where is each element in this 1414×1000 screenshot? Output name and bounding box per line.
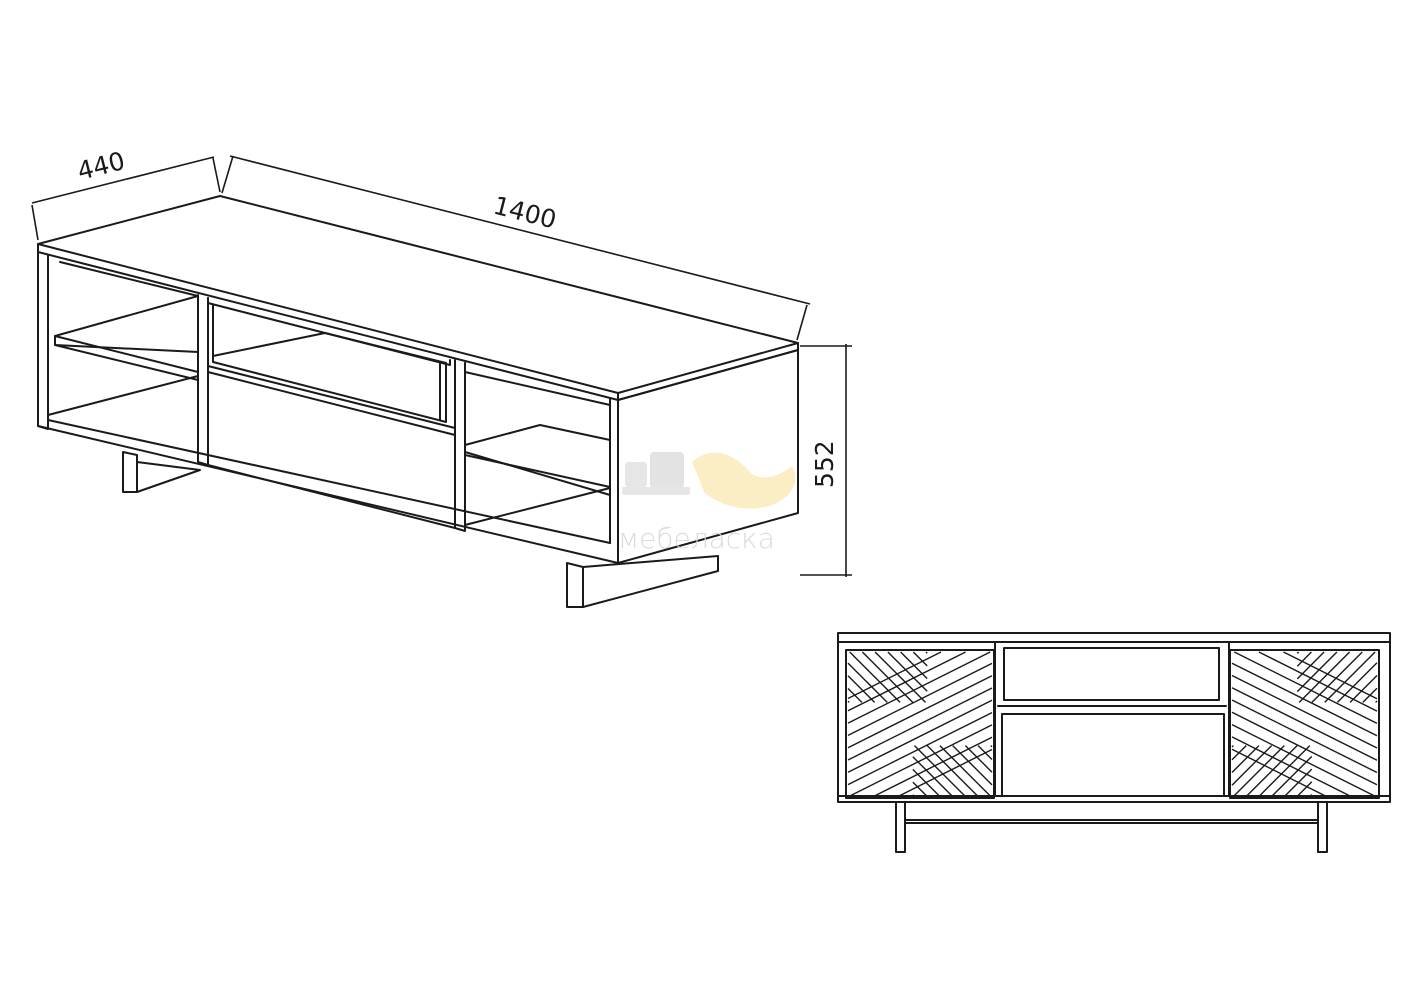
door-slat-line — [847, 662, 993, 737]
door-slat-line — [912, 781, 928, 797]
door-slat-line — [847, 662, 888, 703]
cabinet-top — [37, 195, 799, 394]
door-slat-line — [847, 651, 966, 712]
door-slat-line — [1336, 662, 1378, 703]
right-shelf — [464, 424, 611, 488]
door-slat-line — [847, 699, 993, 773]
watermark-text: мебеласка — [618, 522, 775, 555]
door-slat-line — [1375, 700, 1378, 703]
door-slat-line — [1296, 651, 1338, 693]
door-slat-line — [914, 745, 966, 797]
door-slat-line — [847, 651, 942, 700]
door-slat-line — [1231, 745, 1273, 786]
door-slat-line — [926, 745, 979, 797]
door-slat-line — [1233, 745, 1285, 797]
left-divider — [197, 294, 209, 466]
front-right-leg — [1317, 801, 1328, 853]
door-slat-line — [898, 748, 993, 797]
door-slat-line — [874, 736, 993, 797]
door-slat-line — [849, 651, 901, 703]
watermark-swoosh — [692, 452, 796, 509]
door-slat-line — [990, 745, 993, 748]
door-slat-line — [847, 651, 991, 724]
door-slat-line — [1283, 651, 1378, 700]
door-slat-line — [1298, 651, 1351, 703]
right-leg — [566, 562, 584, 608]
front-open-niche — [1003, 647, 1220, 701]
left-shelf — [54, 295, 199, 353]
watermark: мебеласка — [618, 452, 796, 555]
right-top-rail — [464, 362, 611, 406]
dimension-height: 552 — [800, 344, 852, 577]
door-slat-line — [1231, 748, 1326, 797]
bottom-board — [37, 425, 619, 564]
door-slat-line — [1231, 711, 1378, 786]
right-divider — [454, 359, 466, 532]
right-leg-side — [582, 555, 719, 608]
door-slat-line — [1296, 651, 1300, 654]
width-label: 1400 — [491, 191, 560, 235]
left-side-panel — [37, 251, 49, 430]
door-slat-line — [1231, 687, 1378, 761]
door-slat-line — [925, 651, 928, 654]
door-slat-line — [847, 675, 993, 749]
door-slat-line — [912, 651, 928, 667]
door-slat-line — [912, 756, 953, 797]
dimension-width: 1400 — [221, 155, 811, 341]
door-slat-line — [861, 651, 914, 703]
door-slat-line — [1231, 736, 1351, 797]
door-slat-line — [1231, 662, 1378, 737]
door-slat-line — [1231, 723, 1376, 797]
front-top-board — [837, 632, 1391, 643]
door-slat-line — [887, 651, 928, 692]
right-side-panel — [617, 349, 799, 564]
door-slat-line — [847, 675, 876, 703]
door-slat-line — [849, 724, 993, 797]
right-door-pattern — [1231, 651, 1378, 797]
front-view — [837, 632, 1391, 853]
front-left-leg — [895, 801, 906, 853]
door-slat-line — [874, 651, 926, 703]
door-slat-line — [1296, 651, 1312, 667]
depth-label: 440 — [74, 146, 127, 186]
dimension-depth: 440 — [31, 146, 221, 241]
door-slat-line — [1231, 699, 1378, 774]
left-leg-side — [136, 461, 201, 493]
door-slat-line — [939, 745, 991, 797]
height-label: 552 — [810, 440, 839, 488]
drawer-front — [207, 371, 456, 529]
door-slat-line — [847, 711, 993, 786]
left-door-pattern — [847, 651, 993, 797]
isometric-view — [37, 195, 799, 608]
bottom-board-inner — [47, 419, 611, 544]
door-slat-line — [847, 700, 850, 703]
door-slat-line — [847, 687, 993, 761]
front-carcass — [837, 641, 1391, 803]
door-slat-line — [964, 745, 993, 773]
door-slat-line — [1311, 651, 1363, 703]
door-slat-line — [1231, 674, 1378, 749]
door-slat-line — [1309, 794, 1313, 797]
door-slat-line — [952, 745, 993, 786]
door-slat-line — [1246, 745, 1298, 797]
left-leg — [122, 451, 138, 493]
door-slat-line — [1297, 781, 1313, 797]
door-slat-line — [1258, 745, 1311, 797]
door-slat-line — [1349, 675, 1378, 703]
front-drawer — [1001, 713, 1225, 797]
door-slat-line — [1324, 651, 1376, 703]
door-slat-line — [912, 794, 915, 797]
door-slat-line — [1233, 651, 1378, 725]
middle-niche — [212, 332, 447, 423]
door-slat-line — [1231, 745, 1260, 773]
door-slat-line — [1231, 745, 1234, 748]
top-front-edge — [37, 243, 799, 401]
door-slat-line — [1258, 651, 1378, 712]
door-slat-line — [1271, 755, 1313, 797]
